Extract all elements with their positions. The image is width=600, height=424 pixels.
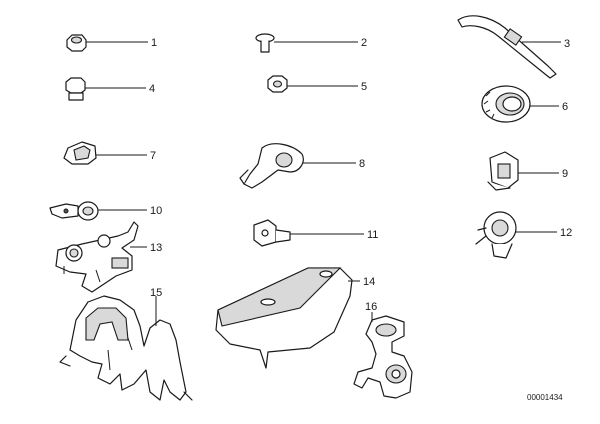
part-1-nut: 1: [66, 34, 157, 52]
callout-9: 9: [562, 168, 568, 180]
part-13-mounting-bracket: 13: [55, 221, 162, 293]
callout-5: 5: [361, 81, 367, 93]
callout-8: 8: [359, 158, 365, 170]
callout-16: 16: [365, 301, 377, 313]
part-14-cover: 14: [215, 267, 375, 369]
callout-6: 6: [562, 101, 568, 113]
part-6-grommet-ring: 6: [481, 85, 568, 123]
part-5-spring-nut: 5: [267, 75, 367, 93]
part-8-cable-clamp: 8: [239, 143, 365, 189]
drawing-number: 00001434: [527, 393, 563, 402]
callout-3: 3: [564, 38, 570, 50]
callout-1: 1: [151, 37, 157, 49]
part-4-nut: 4: [65, 77, 155, 101]
callout-10: 10: [150, 205, 162, 217]
callout-15: 15: [150, 287, 162, 299]
part-9-holder-clip: 9: [487, 151, 568, 191]
part-10-grommet: 10: [49, 201, 162, 221]
callout-4: 4: [149, 83, 155, 95]
part-2-rivet: 2: [255, 33, 367, 53]
callout-14: 14: [363, 276, 375, 288]
part-11-bracket-tab: 11: [253, 219, 378, 247]
callout-13: 13: [150, 242, 162, 254]
part-16-double-clip: 16: [353, 301, 413, 399]
part-3-cable-tie: 3: [457, 15, 570, 79]
part-15-retaining-clip: 15: [59, 287, 193, 401]
callout-2: 2: [361, 37, 367, 49]
callout-11: 11: [367, 229, 378, 241]
callout-7: 7: [150, 150, 156, 162]
part-12-ring-clip: 12: [475, 211, 572, 259]
part-7-clip: 7: [63, 141, 156, 165]
callout-12: 12: [560, 227, 572, 239]
